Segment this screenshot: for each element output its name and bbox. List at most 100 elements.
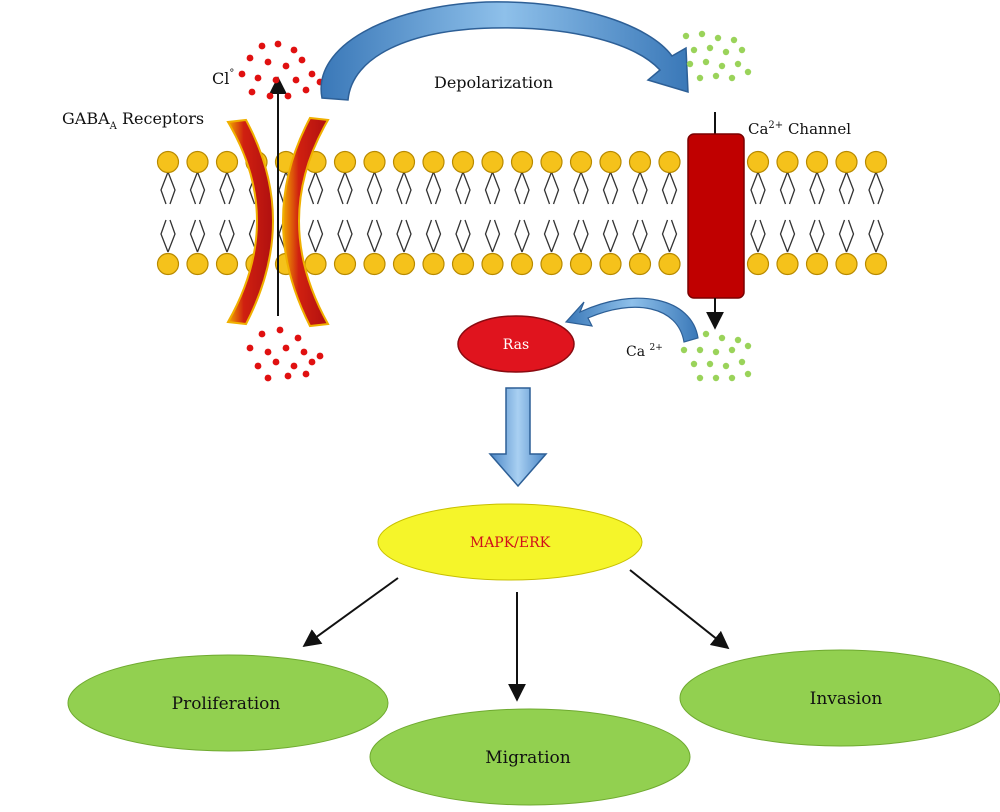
lipid-tail [396,171,405,205]
ion-dot [702,58,710,66]
ion-dot [712,72,720,80]
mapk-to-proliferation-arrow [302,577,399,648]
lipid-tail [609,171,619,205]
lipid-tail [491,171,501,205]
lipid-head-top [510,150,534,174]
ras-label: Ras [503,337,529,353]
lipid-tail [816,171,825,205]
lipid-tail [373,171,383,205]
depolarization-label: Depolarization [434,73,553,92]
lipid-head-top [392,150,416,174]
lipid-head-top [422,150,445,174]
lipid-tail [838,171,848,205]
ion-dot [706,44,714,52]
lipid-tail [491,219,501,253]
lipid-head-top [156,150,180,174]
ion-dot [292,76,300,84]
lipid-tail [403,219,412,253]
lipid-tail [602,171,612,205]
mapk-to-invasion-arrow [629,569,730,650]
calcium-to-ras-arrow [564,297,699,343]
invasion-label: Invasion [810,689,883,709]
lipid-head-top [628,150,652,174]
lipid-head-bottom [776,252,799,276]
lipid-tail [455,219,464,253]
lipid-tail [307,219,317,253]
lipid-tail [875,171,884,205]
lipid-tail [632,171,641,205]
lipid-tail [550,219,560,253]
lipid-head-top [363,150,386,174]
lipid-head-bottom [599,252,622,276]
ion-dot [712,348,720,356]
ion-dot [238,70,246,78]
ion-dot [272,358,280,366]
lipid-head-top [186,150,209,174]
ion-dot [302,370,310,378]
ion-dot [686,60,694,68]
invasion-node: Invasion [679,649,1000,747]
lipid-head-bottom [333,252,357,276]
invasion-ellipse [679,649,1000,747]
lipid-head-bottom [186,252,209,276]
ras-node: Ras [457,315,575,373]
lipid-tail [550,171,560,205]
lipid-tail [639,219,648,253]
proliferation-ellipse [67,654,389,752]
ion-dot [284,92,292,100]
lipid-tail [809,171,818,205]
ion-dot [248,88,256,96]
lipid-head-top [864,150,888,174]
lipid-tail [543,171,553,205]
lipid-head-bottom [304,252,327,276]
lipid-tail [366,171,376,205]
lipid-tail [219,219,228,253]
ion-dot [728,74,736,82]
lipid-head-bottom [658,252,681,276]
lipid-head-top [835,150,858,174]
lipid-tail [639,171,648,205]
lipid-tail [543,219,553,253]
lipid-tail [226,219,235,253]
lipid-tail [838,219,848,253]
lipid-head-bottom [451,252,475,276]
lipid-head-bottom [746,252,770,276]
lipid-tail [786,219,796,253]
lipid-tail [668,171,678,205]
ion-dot [744,68,752,76]
calcium-channel-label: Ca2+ Channel [748,120,851,138]
mapk-erk-node: MAPK/ERK [377,503,643,581]
lipid-tail [337,219,346,253]
lipid-tail [484,171,494,205]
migration-node: Migration [369,708,691,806]
lipid-tail [307,171,317,205]
lipid-tail [337,171,346,205]
lipid-tail [462,219,471,253]
ion-dot [264,348,272,356]
lipid-tail [580,219,589,253]
lipid-tail [314,171,324,205]
ion-dot [258,330,266,338]
ion-dot [690,360,698,368]
receptor-left-arc [226,118,274,326]
ion-dot [290,46,298,54]
ion-dot [254,362,262,370]
lipid-tail [455,171,464,205]
lipid-tail [868,171,877,205]
lipid-head-bottom [392,252,416,276]
lipid-tail [396,219,405,253]
ion-dot [290,362,298,370]
lipid-head-bottom [481,252,504,276]
lipid-tail [786,171,796,205]
ion-dot [738,46,746,54]
ion-dot [744,370,752,378]
ion-dot [696,374,704,382]
ion-dot [712,374,720,382]
ion-dot [264,58,272,66]
lipid-tail [779,171,789,205]
ion-dot [246,344,254,352]
calcium-channel [687,112,745,330]
lipid-tail [484,219,494,253]
lipid-tail [344,171,353,205]
ras-ellipse [457,315,575,373]
